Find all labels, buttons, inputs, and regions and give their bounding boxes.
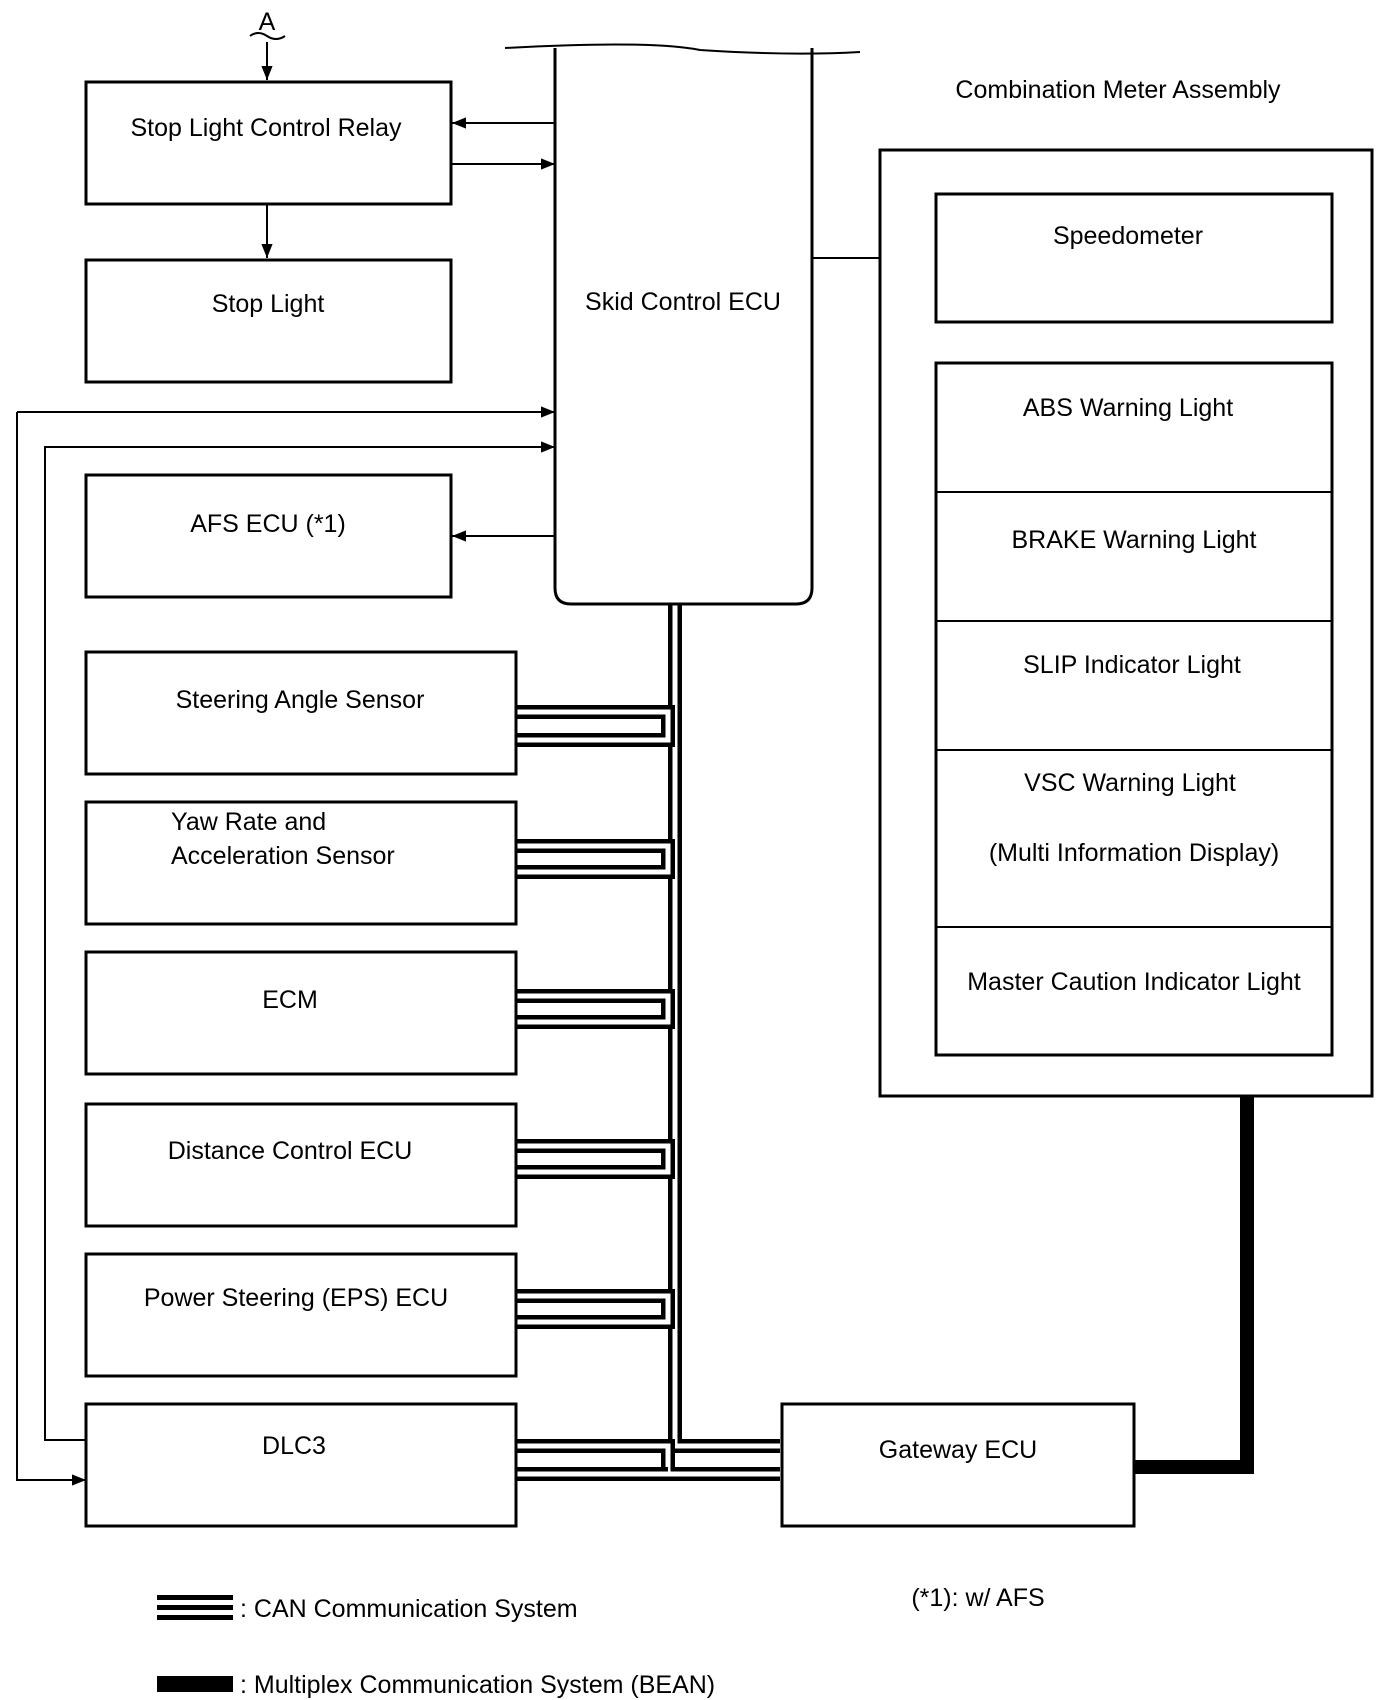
connector-label-a: A [259, 8, 276, 36]
power-steering-ecu-box: Power Steering (EPS) ECU [84, 1252, 518, 1378]
yaw-rate-label-line1: Yaw Rate and [171, 808, 326, 836]
break-symbol [249, 32, 286, 40]
warning-lights-stack: ABS Warning Light BRAKE Warning Light SL… [934, 361, 1334, 1057]
master-caution-indicator-label: Master Caution Indicator Light [967, 968, 1301, 996]
speedometer-box: Speedometer [934, 192, 1334, 324]
bean-legend-label: : Multiplex Communication System (BEAN) [240, 1671, 715, 1699]
skid-control-ecu-box: Skid Control ECU [500, 28, 870, 606]
dlc3-label: DLC3 [262, 1432, 326, 1460]
dlc3-box: DLC3 [84, 1402, 518, 1528]
can-legend-symbol [157, 1595, 233, 1620]
skid-control-ecu-label: Skid Control ECU [585, 288, 781, 316]
bean-legend-symbol [157, 1676, 233, 1692]
stop-light-control-relay-box: Stop Light Control Relay [84, 80, 453, 206]
footnote-afs: (*1): w/ AFS [911, 1584, 1044, 1612]
yaw-rate-label-line2: Acceleration Sensor [171, 842, 395, 870]
vsc-warning-light-label: VSC Warning Light [1024, 769, 1236, 797]
ecm-box: ECM [84, 950, 518, 1076]
can-legend-label: : CAN Communication System [240, 1595, 578, 1623]
legend: : CAN Communication System : Multiplex C… [157, 1584, 1045, 1699]
ecm-label: ECM [262, 986, 318, 1014]
brake-warning-light-label: BRAKE Warning Light [1011, 526, 1256, 554]
afs-ecu-box: AFS ECU (*1) [84, 473, 453, 599]
yaw-rate-sensor-box: Yaw Rate and Acceleration Sensor [84, 800, 518, 926]
can-bus [517, 600, 780, 1481]
steering-angle-sensor-box: Steering Angle Sensor [84, 650, 518, 776]
gateway-ecu-box: Gateway ECU [780, 1402, 1136, 1528]
bean-line [1132, 1054, 1254, 1474]
combination-meter-title: Combination Meter Assembly [955, 76, 1281, 104]
stop-light-control-relay-label: Stop Light Control Relay [131, 114, 402, 142]
abs-warning-light-label: ABS Warning Light [1023, 394, 1233, 422]
power-steering-ecu-label: Power Steering (EPS) ECU [144, 1284, 448, 1312]
vsc-subtitle-label: (Multi Information Display) [989, 839, 1279, 867]
steering-angle-sensor-label: Steering Angle Sensor [176, 686, 425, 714]
signal-lines [16, 42, 935, 1486]
gateway-ecu-label: Gateway ECU [879, 1436, 1037, 1464]
stop-light-box: Stop Light [84, 258, 453, 384]
slip-indicator-light-label: SLIP Indicator Light [1023, 651, 1241, 679]
distance-control-ecu-box: Distance Control ECU [84, 1102, 518, 1228]
distance-control-ecu-label: Distance Control ECU [168, 1137, 413, 1165]
afs-ecu-label: AFS ECU (*1) [190, 510, 346, 538]
speedometer-label: Speedometer [1053, 222, 1203, 250]
stop-light-label: Stop Light [212, 290, 325, 318]
